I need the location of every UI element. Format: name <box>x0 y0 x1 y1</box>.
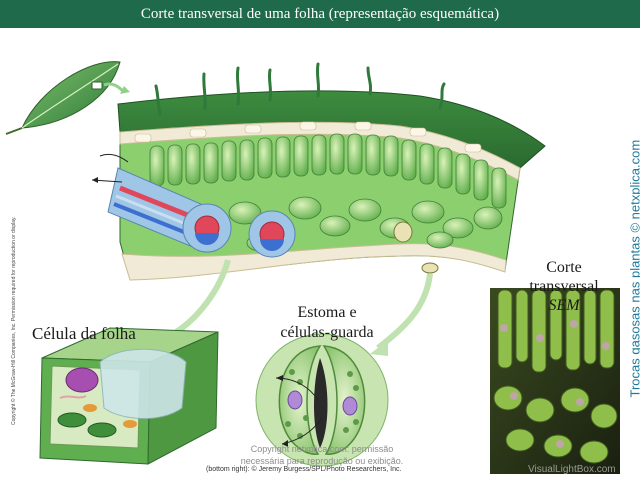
watermark-line2: necessária para reprodução ou exibição. <box>240 456 404 466</box>
diagram-title: Corte transversal de uma folha (represen… <box>0 0 640 28</box>
label-sem-line3: SEM <box>548 297 580 314</box>
leaf-cross-section <box>91 62 546 281</box>
diagram-stage: Célula da folha Estoma e células-guarda … <box>0 28 640 480</box>
label-leaf-cell: Célula da folha <box>32 324 136 343</box>
label-stoma: Estoma e células-guarda <box>262 303 392 343</box>
label-stoma-line1: Estoma e <box>297 304 357 321</box>
side-brand-link[interactable]: Trocas gasosas nas plantas © netxplica.c… <box>627 139 640 398</box>
whole-leaf-icon <box>5 61 121 135</box>
leaf-cell-illustration <box>39 327 219 465</box>
label-sem-line2: transversal <box>529 278 599 295</box>
watermark-line1: Copyright netxplica.com: permissão <box>250 444 394 454</box>
stoma-underside <box>421 262 439 274</box>
stoma-guard-cells-illustration <box>255 333 389 467</box>
sem-micrograph <box>490 288 620 474</box>
label-sem-line1: Corte <box>546 259 582 276</box>
leaf-diagram-svg <box>5 61 620 474</box>
label-sem: Corte transversal SEM <box>514 258 614 315</box>
photo-credit: (bottom right): © Jeremy Burgess/SPL/Pho… <box>206 466 402 473</box>
side-copyright: Copyright © The McGraw-Hill Companies, I… <box>11 216 17 425</box>
zoom-arrowhead <box>120 86 130 94</box>
vascular-bundle <box>182 203 232 253</box>
copyright-watermark: Copyright netxplica.com: permissão neces… <box>222 443 422 467</box>
stoma-marker <box>393 221 413 243</box>
label-stoma-line2: células-guarda <box>280 324 374 341</box>
site-watermark[interactable]: VisualLightBox.com <box>528 464 616 475</box>
vascular-bundle-2 <box>248 210 296 258</box>
